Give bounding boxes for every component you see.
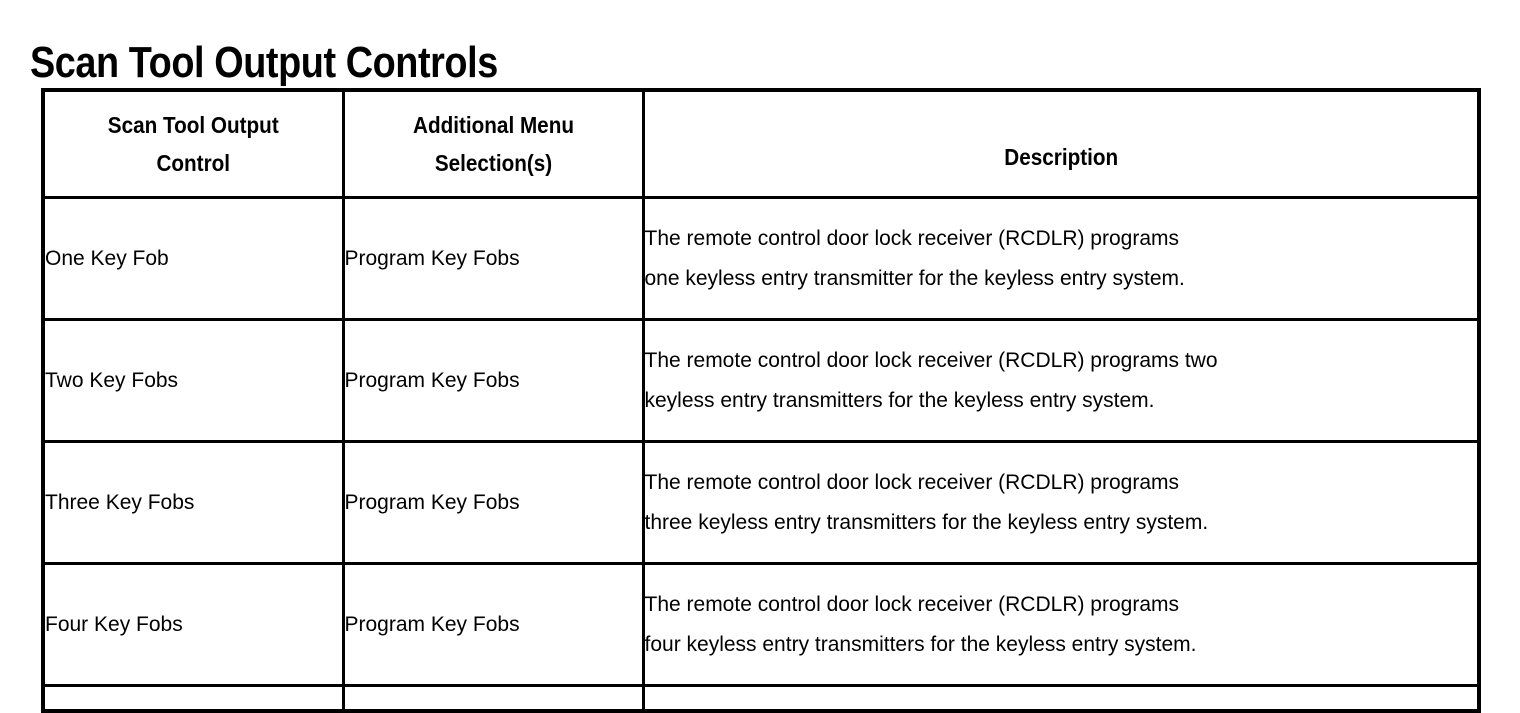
description-line-1: The remote control door lock receiver (R… xyxy=(644,348,1218,372)
description-line-2: four keyless entry transmitters for the … xyxy=(644,632,1197,656)
scan-tool-output-controls-table-wrapper: Scan Tool Output Control Additional Menu… xyxy=(41,88,1481,713)
column-header-line-1: Description xyxy=(1003,144,1118,170)
cell-menu-selection: Program Key Fobs xyxy=(341,196,645,321)
cell-description: The remote control door lock receiver (R… xyxy=(641,318,1481,443)
scan-tool-output-controls-table: Scan Tool Output Control Additional Menu… xyxy=(41,88,1481,713)
table-row: Three Key Fobs Program Key Fobs The remo… xyxy=(41,440,1481,565)
cell-description: The remote control door lock receiver (R… xyxy=(641,440,1481,565)
cell-control: One Key Fob xyxy=(41,196,345,321)
description-line-1: The remote control door lock receiver (R… xyxy=(644,470,1180,494)
description-line-1: The remote control door lock receiver (R… xyxy=(644,226,1180,250)
page-title: Scan Tool Output Controls xyxy=(30,38,498,88)
column-header-line-1: Scan Tool Output xyxy=(107,112,279,138)
description-line-2: three keyless entry transmitters for the… xyxy=(644,510,1209,534)
table-row-truncated xyxy=(41,684,1481,711)
description-line-2: keyless entry transmitters for the keyle… xyxy=(644,388,1155,412)
cell-control: Three Key Fobs xyxy=(41,440,345,565)
column-header-scan-tool-output-control: Scan Tool Output Control xyxy=(41,88,345,199)
column-header-line-1: Additional Menu xyxy=(412,112,574,138)
cell-control: Four Key Fobs xyxy=(41,562,345,687)
cell-description: The remote control door lock receiver (R… xyxy=(641,562,1481,687)
column-header-description: Description xyxy=(641,88,1481,199)
cell-menu-selection: Program Key Fobs xyxy=(341,440,645,565)
description-line-1: The remote control door lock receiver (R… xyxy=(644,592,1180,616)
column-header-line-2: Control xyxy=(156,150,231,176)
table-row: One Key Fob Program Key Fobs The remote … xyxy=(41,196,1481,321)
column-header-line-2: Selection(s) xyxy=(434,150,552,176)
table-body: One Key Fob Program Key Fobs The remote … xyxy=(41,196,1481,711)
column-header-additional-menu-selections: Additional Menu Selection(s) xyxy=(341,88,645,199)
table-row: Four Key Fobs Program Key Fobs The remot… xyxy=(41,562,1481,687)
cell-menu-selection: Program Key Fobs xyxy=(341,562,645,687)
cell-control xyxy=(41,684,345,711)
cell-menu-selection xyxy=(341,684,645,711)
cell-control: Two Key Fobs xyxy=(41,318,345,443)
table-row: Two Key Fobs Program Key Fobs The remote… xyxy=(41,318,1481,443)
cell-menu-selection: Program Key Fobs xyxy=(341,318,645,443)
document-page: Scan Tool Output Controls Scan Tool Outp… xyxy=(30,38,1481,713)
description-line-2: one keyless entry transmitter for the ke… xyxy=(644,266,1185,290)
cell-description xyxy=(641,684,1481,711)
cell-description: The remote control door lock receiver (R… xyxy=(641,196,1481,321)
table-header: Scan Tool Output Control Additional Menu… xyxy=(41,88,1481,199)
table-header-row: Scan Tool Output Control Additional Menu… xyxy=(41,88,1481,199)
